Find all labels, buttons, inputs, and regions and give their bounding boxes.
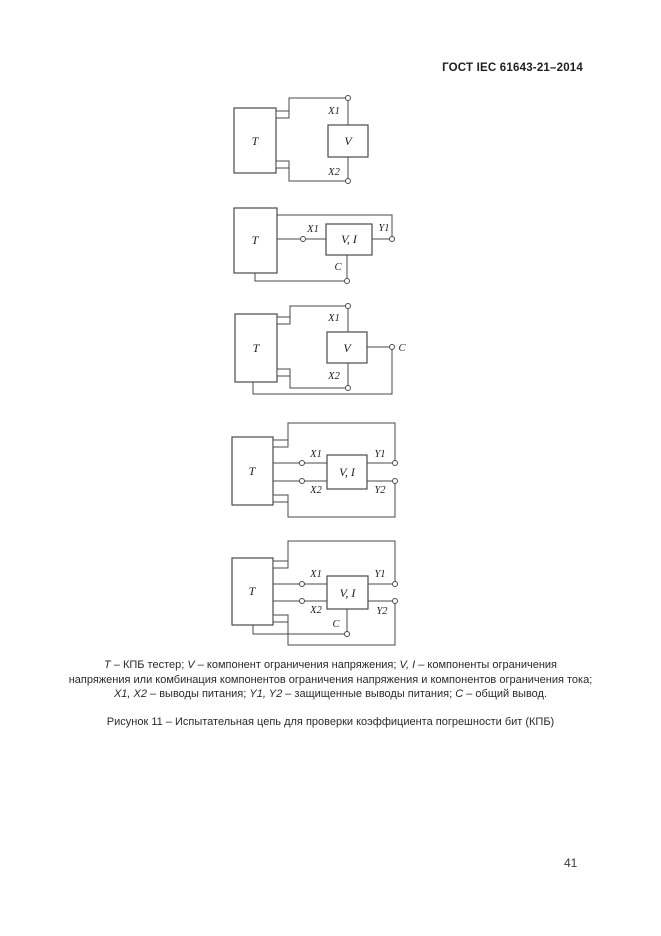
tester-terminal-tab <box>275 110 290 119</box>
wire <box>252 349 393 395</box>
terminal-y2 <box>392 598 398 604</box>
terminal-y1-label: Y1 <box>374 569 385 580</box>
test-circuit-diagram-3: T V C X1 X2 <box>234 303 406 395</box>
component-label: V, I <box>339 465 356 479</box>
wire <box>288 97 346 111</box>
component-label: V, I <box>340 586 357 600</box>
figure-legend: Т – КПБ тестер; V – компонент ограничени… <box>20 658 641 702</box>
terminal-x1-label: X1 <box>306 224 319 235</box>
terminal-x2 <box>345 178 351 184</box>
wire <box>287 422 396 461</box>
test-circuit-diagram-2: T V, I X1 Y1 C <box>233 207 395 284</box>
component-label: V, I <box>341 232 358 246</box>
legend-line: напряжения или комбинация компонентов ог… <box>68 673 593 686</box>
terminal-c <box>389 344 395 350</box>
terminal-x1 <box>299 581 305 587</box>
page-number: 41 <box>564 856 578 870</box>
terminal-x1-label: X1 <box>327 313 340 324</box>
component-box <box>326 454 368 490</box>
terminal-x1 <box>345 303 351 309</box>
terminal-x2-label: X2 <box>327 167 340 178</box>
terminal-x2-label: X2 <box>309 605 322 616</box>
wire <box>287 483 396 518</box>
terminal-x1 <box>299 460 305 466</box>
tester-label: T <box>253 341 261 355</box>
test-circuit-diagram-5: T V, I X1 X2 Y1 Y2 C <box>231 540 398 646</box>
tester-box <box>233 107 277 174</box>
terminal-x1 <box>345 95 351 101</box>
terminal-x2-label: X2 <box>309 485 322 496</box>
tester-terminal-tab <box>272 614 289 623</box>
tester-terminal-tab <box>272 494 289 503</box>
legend-line: Т – КПБ тестер; V – компонент ограничени… <box>103 659 557 671</box>
tester-box <box>234 313 278 383</box>
wire <box>289 376 346 389</box>
tester-label: T <box>249 464 257 478</box>
legend-line: X1, X2 – выводы питания; Y1, Y2 – защище… <box>113 688 548 700</box>
terminal-c <box>344 278 350 284</box>
terminal-x2 <box>345 385 351 391</box>
terminal-c-label: C <box>398 343 406 354</box>
terminal-y2-label: Y2 <box>374 485 386 496</box>
tester-label: T <box>252 134 260 148</box>
wire <box>287 540 396 582</box>
terminal-y2-label: Y2 <box>376 606 388 617</box>
tester-terminal-tab <box>272 560 289 569</box>
terminal-x1-label: X1 <box>327 106 340 117</box>
terminal-c-label: C <box>334 262 342 273</box>
test-circuit-diagram-1: T V X1 X2 <box>233 95 369 184</box>
terminal-y1-label: Y1 <box>378 223 389 234</box>
wire <box>289 305 346 317</box>
tester-terminal-tab <box>272 439 289 448</box>
test-circuit-diagram-4: T V, I X1 X2 Y1 Y2 <box>231 422 398 518</box>
document-header: ГОСТ IEC 61643-21–2014 <box>442 62 583 74</box>
terminal-c-label: C <box>332 619 340 630</box>
component-label: V <box>343 341 352 355</box>
tester-terminal-tab <box>276 368 291 377</box>
tester-label: T <box>252 233 260 247</box>
terminal-x2 <box>299 598 305 604</box>
wire <box>252 625 345 635</box>
terminal-y2 <box>392 478 398 484</box>
terminal-y1 <box>392 460 398 466</box>
component-box <box>327 124 369 158</box>
tester-terminal-tab <box>276 316 291 325</box>
terminal-x1 <box>300 236 306 242</box>
wire <box>277 214 393 237</box>
terminal-x1-label: X1 <box>309 569 322 580</box>
terminal-y1 <box>389 236 395 242</box>
tester-terminal-tab <box>275 160 290 169</box>
terminal-x2-label: X2 <box>327 371 340 382</box>
terminal-x1-label: X1 <box>309 449 322 460</box>
wire <box>288 168 346 182</box>
tester-label: T <box>249 584 257 598</box>
wire <box>254 273 345 282</box>
terminal-y1-label: Y1 <box>374 449 385 460</box>
component-box <box>326 331 368 364</box>
terminal-c <box>344 631 350 637</box>
terminal-y1 <box>392 581 398 587</box>
tester-box <box>231 557 274 626</box>
component-label: V <box>344 134 353 148</box>
figure-caption: Рисунок 11 – Испытательная цепь для пров… <box>106 716 555 728</box>
terminal-x2 <box>299 478 305 484</box>
tester-box <box>231 436 274 506</box>
